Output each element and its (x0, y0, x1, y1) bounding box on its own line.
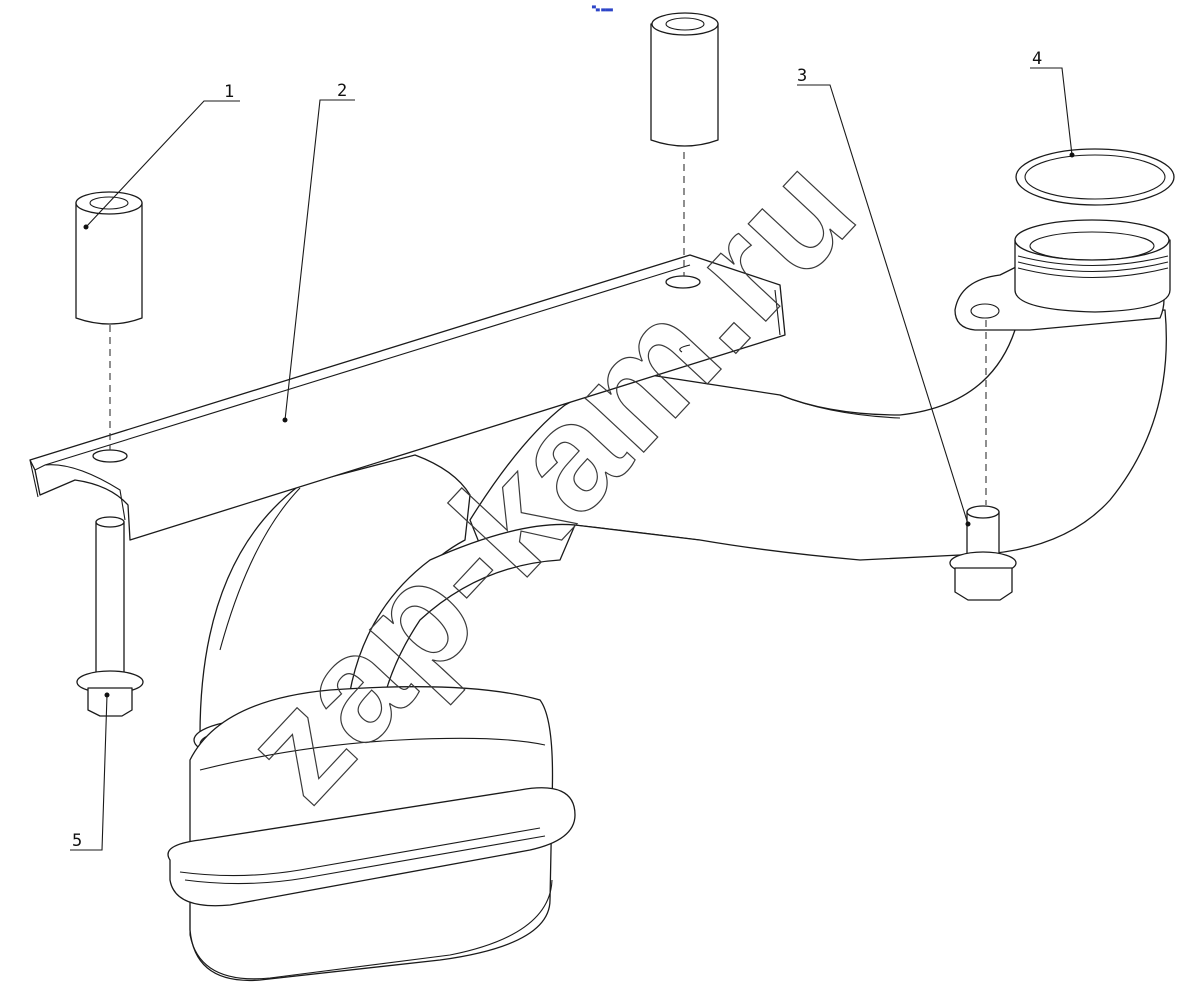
bolt-right (949, 505, 1017, 601)
callout-2: 2 (282, 81, 355, 423)
assembly-axes (109, 152, 987, 505)
callout-4: 4 (1030, 49, 1075, 158)
callout-label-4: 4 (1032, 49, 1042, 69)
bolt-left (76, 516, 144, 717)
callout-label-3: 3 (797, 66, 807, 86)
bushing-right (650, 12, 719, 147)
header-mark: ▀▄ ▄▄▄ (591, 5, 613, 12)
mounting-bracket (29, 254, 786, 541)
callout-5: 5 (70, 692, 110, 851)
pipe-assembly (167, 309, 1167, 982)
callout-label-5: 5 (72, 831, 82, 851)
bushing-left (75, 191, 143, 325)
bracket-hole-left (92, 449, 128, 463)
bracket-hole-right (665, 275, 701, 289)
callout-1: 1 (83, 82, 240, 230)
callout-label-2: 2 (337, 81, 347, 101)
callout-3: 3 (797, 66, 971, 527)
sealing-ring (1015, 148, 1175, 206)
callout-label-1: 1 (224, 82, 234, 102)
outlet-flange (954, 219, 1171, 331)
